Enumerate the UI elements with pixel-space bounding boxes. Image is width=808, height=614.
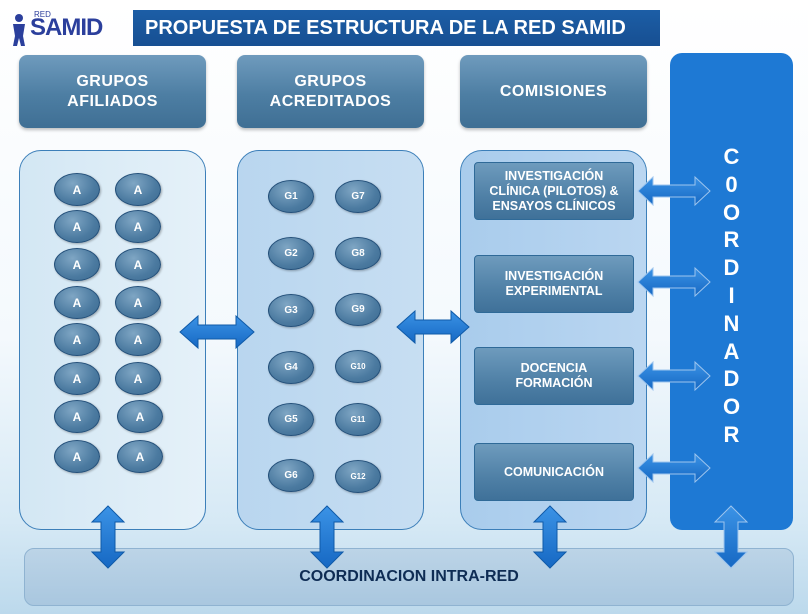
grupo-acreditado: G5	[268, 403, 314, 436]
coordinador-letter: D	[723, 366, 740, 392]
comision-docencia-formacion: DOCENCIA FORMACIÓN	[474, 347, 634, 405]
coordinador-letter: C	[723, 144, 740, 169]
grupo-afiliado: A	[54, 400, 100, 433]
grupo-acreditado: G4	[268, 351, 314, 384]
grupo-afiliado: A	[54, 248, 100, 281]
grupo-acreditado: G2	[268, 237, 314, 270]
coordinador-letter: O	[722, 199, 741, 225]
samid-logo: RED SAMID	[10, 10, 103, 48]
grupo-afiliado: A	[115, 362, 161, 395]
comision-investigacion-experimental: INVESTIGACIÓN EXPERIMENTAL	[474, 255, 634, 313]
page-title: PROPUESTA DE ESTRUCTURA DE LA RED SAMID	[133, 10, 660, 46]
comision-label: COMUNICACIÓN	[504, 464, 604, 479]
grupo-acreditado: G1	[268, 180, 314, 213]
coordinacion-intra-red-bar: COORDINACION INTRA-RED	[24, 548, 794, 606]
double-arrow-icon	[179, 314, 255, 350]
comision-comunicacion: COMUNICACIÓN	[474, 443, 634, 501]
coordinador-letter: 0	[725, 171, 738, 197]
grupo-afiliado: A	[115, 248, 161, 281]
header-grupos-afiliados: GRUPOS AFILIADOS	[19, 55, 206, 128]
double-arrow-icon	[637, 360, 711, 392]
double-arrow-icon	[637, 452, 711, 484]
comision-label: INVESTIGACIÓN CLÍNICA (PILOTOS) & ENSAYO…	[489, 168, 619, 213]
double-arrow-icon	[396, 309, 470, 345]
vertical-double-arrow-icon	[532, 505, 568, 569]
logo-text: SAMID	[30, 14, 103, 41]
coordinador-letter: R	[723, 227, 740, 253]
vertical-double-arrow-icon	[90, 505, 126, 569]
grupo-acreditado: G12	[335, 460, 381, 493]
grupo-acreditado: G7	[335, 180, 381, 213]
coordinador-letter: I	[728, 282, 735, 308]
coordinador-letter: R	[723, 421, 740, 447]
grupo-afiliado: A	[54, 440, 100, 473]
coordinador-letter: O	[722, 394, 741, 420]
comision-label: DOCENCIA FORMACIÓN	[515, 361, 593, 390]
grupo-afiliado: A	[115, 210, 161, 243]
grupo-afiliado: A	[54, 362, 100, 395]
grupo-acreditado: G6	[268, 459, 314, 492]
header-comisiones-label: COMISIONES	[499, 82, 608, 100]
grupo-afiliado: A	[54, 286, 100, 319]
panel-acreditados	[237, 150, 424, 530]
grupo-afiliado: A	[115, 173, 161, 206]
logo-small-text: RED	[34, 10, 51, 19]
header-acreditados-label: GRUPOS ACREDITADOS	[269, 72, 392, 110]
grupo-acreditado: G8	[335, 237, 381, 270]
double-arrow-icon	[637, 175, 711, 207]
header-afiliados-label: GRUPOS AFILIADOS	[67, 72, 158, 110]
coordinador-letter: D	[723, 255, 740, 281]
vertical-double-arrow-icon	[713, 505, 749, 569]
person-icon	[13, 14, 25, 46]
grupo-acreditado: G9	[335, 293, 381, 326]
grupo-afiliado: A	[115, 286, 161, 319]
grupo-acreditado: G10	[335, 350, 381, 383]
comision-investigacion-clinica: INVESTIGACIÓN CLÍNICA (PILOTOS) & ENSAYO…	[474, 162, 634, 220]
grupo-afiliado: A	[117, 400, 163, 433]
comision-label: INVESTIGACIÓN EXPERIMENTAL	[504, 269, 604, 298]
grupo-acreditado: G11	[335, 403, 381, 436]
coordinador-letter: A	[723, 338, 740, 364]
vertical-double-arrow-icon	[309, 505, 345, 569]
coordinador-letter: N	[723, 310, 740, 336]
grupo-acreditado: G3	[268, 294, 314, 327]
intra-red-label: COORDINACION INTRA-RED	[299, 568, 519, 585]
grupo-afiliado: A	[54, 173, 100, 206]
grupo-afiliado: A	[54, 323, 100, 356]
panel-afiliados	[19, 150, 206, 530]
header-grupos-acreditados: GRUPOS ACREDITADOS	[237, 55, 424, 128]
grupo-afiliado: A	[54, 210, 100, 243]
double-arrow-icon	[637, 266, 711, 298]
grupo-afiliado: A	[117, 440, 163, 473]
header-comisiones: COMISIONES	[460, 55, 647, 128]
grupo-afiliado: A	[115, 323, 161, 356]
